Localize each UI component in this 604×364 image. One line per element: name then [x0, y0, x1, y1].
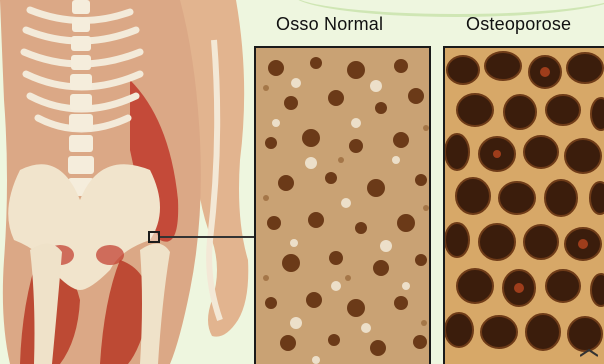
normal-bone-texture — [256, 48, 431, 364]
osteoporosis-bone-panel — [443, 46, 604, 364]
skeleton-figure-illustration — [0, 0, 250, 364]
normal-bone-title: Osso Normal — [276, 14, 383, 35]
osteoporosis-bone-texture — [445, 48, 604, 364]
magnify-marker — [148, 231, 160, 243]
osteoporosis-title: Osteoporose — [466, 14, 571, 35]
callout-line — [160, 236, 256, 238]
normal-bone-panel — [254, 46, 431, 364]
corner-arrow-icon — [580, 348, 598, 358]
hip-socket-right — [96, 245, 124, 265]
